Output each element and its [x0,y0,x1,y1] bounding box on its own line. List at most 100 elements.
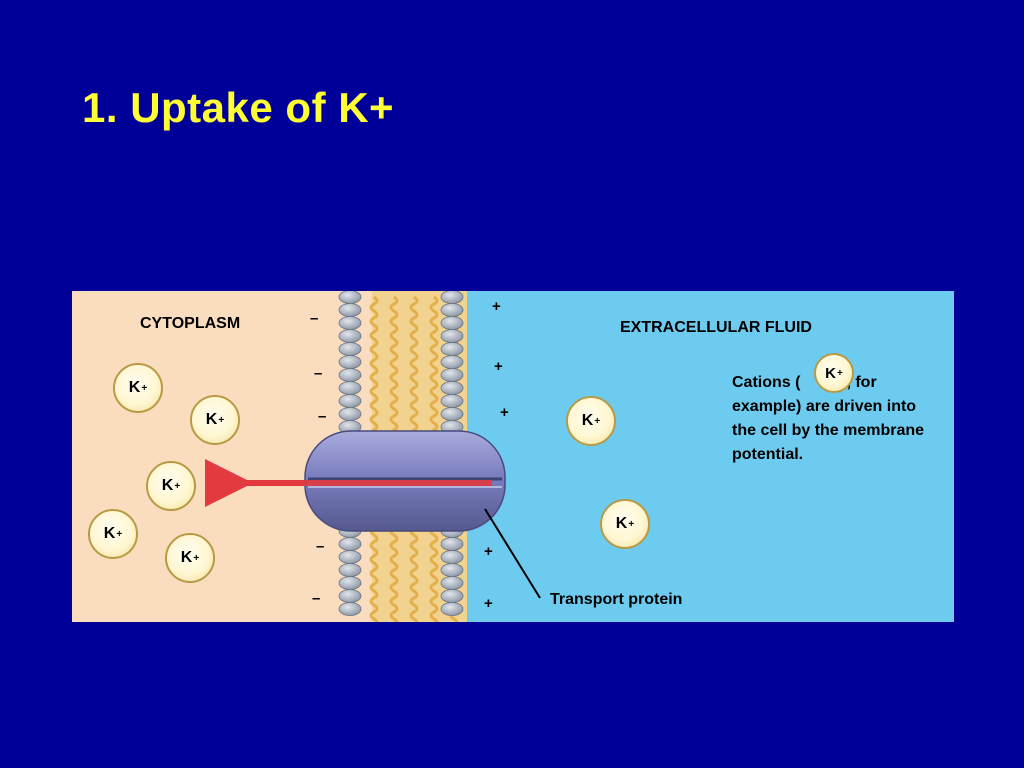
lipid-head [338,550,362,564]
lipid-head [338,602,362,616]
lipid-tail [389,547,399,565]
k-ion: K+ [165,533,215,583]
lipid-tail [369,337,379,355]
lipid-tail [393,617,399,622]
lipid-head [440,368,464,382]
lipid-tail [369,365,379,383]
lipid-tail [429,295,439,313]
lipid-head [440,303,464,317]
lipid-head [440,563,464,577]
lipid-tail [453,617,459,622]
lipid-tail [429,589,439,607]
lipid-tail [369,351,379,369]
lipid-tail [389,407,399,425]
lipid-tail [433,617,439,622]
cations-suffix: , for [846,374,877,391]
lipid-tail [409,337,419,355]
lipid-head [440,329,464,343]
k-ion-symbol: K [180,549,193,566]
lipid-head [338,589,362,603]
lipid-tail [389,603,399,621]
lipid-tail [409,589,419,607]
lipid-tail [429,575,439,593]
lipid-tail [409,365,419,383]
lipid-tail [409,561,419,579]
k-ion-charge: + [628,518,635,530]
lipid-tail [409,379,419,397]
positive-charge: + [484,543,493,560]
lipid-tail [429,351,439,369]
lipid-tail [429,603,439,621]
lipid-head [440,355,464,369]
lipid-tail [369,407,379,425]
lipid-tail [409,351,419,369]
lipid-tail [409,323,419,341]
lipid-head [440,589,464,603]
lipid-head [338,394,362,408]
lipid-tail [429,547,439,565]
lipid-tail [389,323,399,341]
lipid-tail [389,309,399,327]
lipid-tail [409,309,419,327]
lipid-tail [369,547,379,565]
cations-description: Cations ( , for example) are driven into … [732,371,942,467]
lipid-tail [429,337,439,355]
k-ion-symbol: K [205,411,218,428]
lipid-head [440,316,464,330]
lipid-tail [429,365,439,383]
lipid-head [440,407,464,421]
lipid-head [440,381,464,395]
lipid-tail [389,393,399,411]
lipid-head [338,381,362,395]
lipid-head [338,291,362,304]
lipid-head [440,394,464,408]
lipid-head [338,329,362,343]
k-ion: K+ [146,461,196,511]
lipid-tail [429,323,439,341]
slide-title: 1. Uptake of K+ [82,84,395,131]
lipid-tail [389,337,399,355]
k-ion: K+ [113,363,163,413]
lipid-tail [409,533,419,551]
lipid-tail [389,379,399,397]
callout-line [484,508,541,599]
lipid-tail [409,407,419,425]
lipid-head [338,303,362,317]
lipid-tail [429,379,439,397]
lipid-tail [369,393,379,411]
cytoplasm-label: CYTOPLASM [140,315,241,332]
k-ion-symbol: K [161,477,174,494]
k-ion: K+ [190,395,240,445]
k-ion: K+ [88,509,138,559]
lipid-tail [369,379,379,397]
lipid-tail [429,561,439,579]
lipid-tail [389,561,399,579]
lipid-head [338,342,362,356]
membrane-illustration [72,291,954,622]
negative-charge: – [314,365,323,382]
lipid-tail [373,617,379,622]
lipid-head [338,563,362,577]
lipid-tail [369,575,379,593]
cations-rest: example) are driven into the cell by the… [732,398,925,463]
negative-charge: – [312,590,321,607]
lipid-tail [409,603,419,621]
lipid-tail [369,323,379,341]
k-ion: K+ [566,396,616,446]
negative-charge: – [316,538,325,555]
membrane-diagram: CYTOPLASM EXTRACELLULAR FLUID Transport … [72,291,954,622]
k-ion-symbol: K [615,515,628,532]
lipid-tail [409,575,419,593]
lipid-tail [409,547,419,565]
lipid-tail [389,351,399,369]
lipid-head [440,576,464,590]
cations-prefix: Cations ( [732,374,801,391]
lipid-tail [389,533,399,551]
lipid-head [338,355,362,369]
lipid-tail [389,575,399,593]
lipid-tail [429,533,439,551]
lipid-tail [389,589,399,607]
lipid-tail [369,533,379,551]
lipid-tail [369,589,379,607]
positive-charge: + [492,298,501,315]
